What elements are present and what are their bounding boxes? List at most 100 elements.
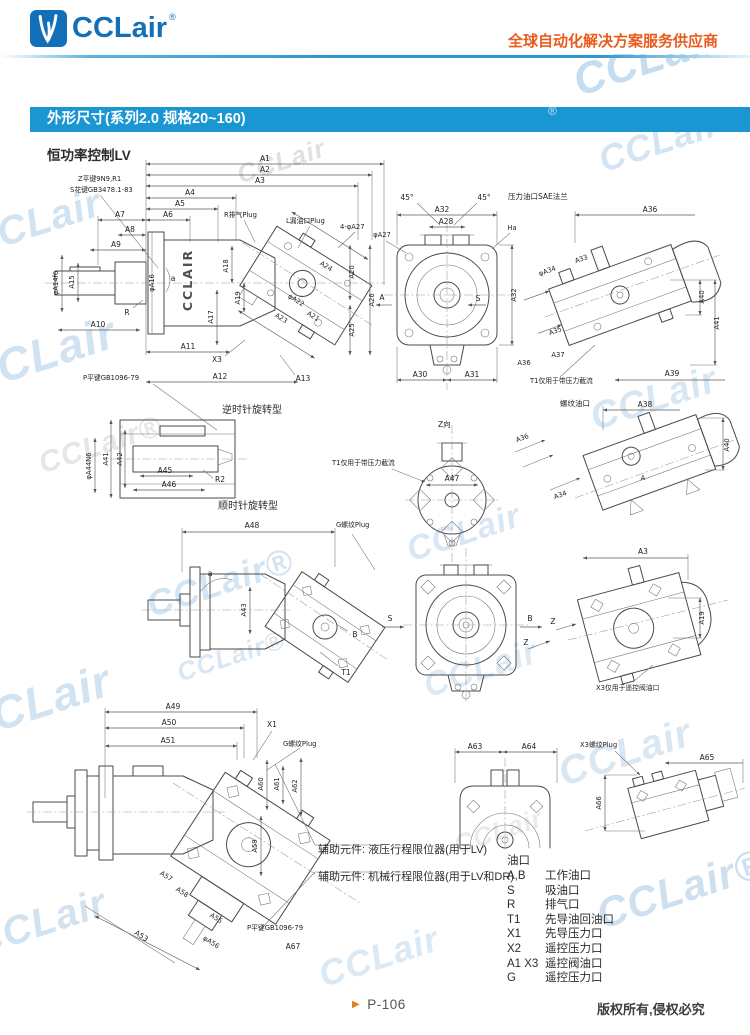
dim-label: A36 bbox=[515, 432, 530, 444]
dim-label: A58 bbox=[174, 885, 190, 899]
dim-label: A26 bbox=[368, 293, 376, 306]
dim-label: A30 bbox=[413, 370, 428, 379]
dim-label: A10 bbox=[91, 320, 106, 329]
aux-note-hydraulic-limiter: 辅助元件: 液压行程限位器(用于LV) bbox=[318, 844, 488, 856]
plug-note: X3螺纹Plug bbox=[580, 740, 617, 749]
dim-label: A21 bbox=[305, 309, 321, 323]
t1-note: T1仅用于带压力截流 bbox=[331, 458, 395, 467]
view-label: A bbox=[379, 293, 385, 302]
valve-block-outline bbox=[582, 411, 740, 516]
page-number: ▶ P-106 bbox=[352, 997, 406, 1012]
header-divider bbox=[0, 55, 750, 58]
port-label: T1 bbox=[340, 668, 351, 677]
caption-sae-flange: 压力油口SAE法兰 bbox=[508, 191, 568, 201]
port-key: A1 X3 bbox=[507, 957, 539, 970]
dim-label: A67 bbox=[286, 942, 301, 951]
caption-ccw-rotation: 逆时针旋转型 bbox=[222, 405, 282, 416]
legend-title: 油口 bbox=[507, 855, 530, 867]
dim-label: A49 bbox=[166, 702, 181, 711]
dim-label: A62 bbox=[291, 779, 299, 792]
port-key: X1 bbox=[507, 928, 522, 941]
dim-label: A2 bbox=[260, 165, 270, 174]
brand-name: CCLair bbox=[72, 12, 168, 44]
dim-label: A46 bbox=[162, 480, 177, 489]
aux-note-mechanical-limiter: 辅助元件: 机械行程限位器(用于LV和DR) bbox=[318, 871, 514, 883]
dim-label: A48 bbox=[245, 521, 260, 530]
drawing-front-view-2: S B Z bbox=[382, 548, 551, 701]
dim-label: A64 bbox=[522, 742, 537, 751]
vent-plug-note: R排气Plug bbox=[224, 210, 257, 219]
dimension-lines bbox=[514, 406, 725, 491]
dim-label: A42 bbox=[116, 452, 124, 465]
valve-block-outline bbox=[548, 240, 722, 346]
port-label: A bbox=[641, 474, 646, 482]
drawing-side-view-large: A49 A50 A51 X1 G螺纹Plug A60 A61 A62 A59 A… bbox=[27, 702, 383, 971]
port-label: R bbox=[124, 308, 129, 317]
port-label: S bbox=[476, 294, 481, 303]
dim-label: A8 bbox=[125, 225, 135, 234]
port-label: X3 bbox=[212, 355, 222, 364]
dim-label: A28 bbox=[439, 217, 454, 226]
page-header: CCLair ® 全球自动化解决方案服务供应商 bbox=[0, 0, 750, 54]
dim-label: A34 bbox=[553, 489, 568, 501]
dim-label: A7 bbox=[115, 210, 125, 219]
dim-label: A60 bbox=[257, 777, 265, 790]
dim-label: A32 bbox=[510, 288, 518, 301]
x3-note: X3仅用于遥控阀油口 bbox=[596, 683, 659, 692]
port-key: S bbox=[507, 884, 515, 897]
dim-label: A15 bbox=[68, 275, 76, 288]
port-key: T1 bbox=[507, 913, 521, 926]
key-note: P平键GB1096-79 bbox=[247, 923, 303, 932]
port-desc: 遥控压力口 bbox=[545, 942, 603, 955]
dim-label: A25 bbox=[348, 323, 356, 336]
port-desc: 遥控阀油口 bbox=[545, 957, 603, 970]
legend-row: A1 X3 遥控阀油口 bbox=[507, 957, 614, 972]
pump-outline bbox=[32, 765, 331, 945]
dim-label: A3 bbox=[638, 547, 648, 556]
drawing-front-view: 45° 45° A32 A28 φA27 A32 S A30 A31 A Ha bbox=[373, 193, 518, 390]
drawing-shaft-section: P平键GB1096-79 A41 A42 φA44N6 A45 A46 R2 bbox=[83, 373, 250, 499]
dim-label: A17 bbox=[207, 310, 215, 323]
dimension-lines bbox=[523, 211, 725, 382]
dim-label: A40 bbox=[723, 438, 731, 451]
angle-label: 45° bbox=[400, 193, 414, 202]
port-key: X2 bbox=[507, 942, 522, 955]
dim-label: A18 bbox=[222, 259, 230, 272]
port-label: B bbox=[352, 630, 357, 639]
drawing-sae-flange-view: 压力油口SAE法兰 A36 φA34 A33 A35 A37 A36 A39 A… bbox=[508, 191, 725, 385]
angle-label: a bbox=[171, 274, 176, 283]
dim-label: A66 bbox=[595, 796, 603, 809]
port-desc: 排气口 bbox=[545, 899, 580, 912]
dim-label: A36 bbox=[517, 359, 530, 367]
dim-label: A32 bbox=[435, 205, 450, 214]
legend-row: S 吸油口 bbox=[507, 884, 614, 899]
drawing-x3-plug-view: X3螺纹Plug A65 A66 bbox=[580, 740, 746, 840]
dim-label: A1 bbox=[260, 154, 270, 163]
dim-label: Ha bbox=[507, 224, 516, 232]
dim-label: A40 bbox=[698, 290, 706, 303]
page-subtitle: 恒功率控制LV bbox=[47, 148, 131, 163]
dimension-lines bbox=[84, 708, 383, 971]
bolt-holes-note: 4-φA27 bbox=[340, 223, 365, 231]
drawing-threaded-port-view: 螺纹油口 A38 A36 A34 A40 A bbox=[514, 398, 741, 516]
angle-label: a bbox=[208, 569, 213, 578]
dim-label: A63 bbox=[468, 742, 483, 751]
dim-label: A11 bbox=[181, 342, 196, 351]
dim-label: A50 bbox=[162, 718, 177, 727]
dim-label: A61 bbox=[273, 777, 281, 790]
dim-label: A31 bbox=[465, 370, 480, 379]
brand-logo: CCLair ® bbox=[30, 10, 176, 47]
dim-label: A47 bbox=[445, 474, 460, 483]
brand-registered-mark: ® bbox=[169, 12, 176, 22]
pump-outline bbox=[147, 566, 386, 683]
watermark: CCLair® bbox=[590, 838, 750, 938]
port-desc: 吸油口 bbox=[545, 884, 580, 897]
angle-label: 45° bbox=[477, 193, 491, 202]
flow-arrows bbox=[382, 625, 551, 650]
block-outline bbox=[576, 565, 712, 685]
section-title-bar: 外形尺寸(系列2.0 规格20~160) bbox=[30, 107, 750, 132]
dimension-lines bbox=[454, 748, 558, 783]
dim-label: A13 bbox=[296, 374, 311, 383]
